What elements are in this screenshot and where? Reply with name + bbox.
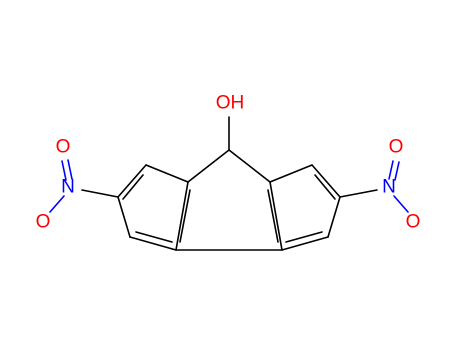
bond-c9-c8a	[228, 149, 271, 183]
bond-c1-c2	[117, 164, 147, 198]
bond-c4-c4a	[175, 181, 189, 251]
bond-c9a-c1	[145, 164, 189, 183]
bond-c6-c5	[281, 236, 329, 251]
atom-nitro-left-o-top-label: O	[56, 137, 71, 158]
bond-c6-c5-double	[285, 231, 323, 243]
bond-c8-c7	[311, 164, 341, 198]
bond-c2-n-left	[81, 189, 119, 198]
bond-n-o-right-top-double	[394, 161, 400, 181]
bond-c7-n-right	[339, 189, 378, 198]
bond-c4b-c8a-double	[267, 189, 279, 243]
atom-nitro-right-o-bottom-label: O	[406, 212, 421, 233]
atom-hydroxyl-label: OH	[216, 93, 245, 114]
bond-n-o-right-bottom	[393, 195, 409, 213]
atom-nitro-right-o-top-label: O	[389, 137, 404, 158]
atom-nitro-left-o-bottom-label: O	[36, 212, 51, 233]
bond-c1-c2-double	[122, 174, 144, 200]
bond-c2-c3	[117, 196, 131, 238]
bond-c9-c9a	[187, 149, 230, 183]
bond-c3-c4-double	[135, 231, 173, 243]
atom-nitro-left-n-label: N	[61, 177, 75, 198]
atom-nitro-right-n-label: N	[382, 177, 396, 198]
bond-c3-c4	[129, 236, 177, 251]
bond-c5-c4b	[269, 181, 283, 251]
bond-n-o-left-top	[61, 160, 67, 181]
bond-c8-c7-double	[314, 174, 336, 200]
bond-n-o-left-top-double	[67, 159, 73, 180]
bond-c4a-c9a-double	[179, 189, 191, 243]
bond-c8a-c8	[269, 164, 313, 183]
bond-c7-c6	[327, 196, 341, 238]
bond-n-o-right-top	[388, 160, 394, 180]
bond-n-o-left-bottom	[49, 195, 65, 213]
